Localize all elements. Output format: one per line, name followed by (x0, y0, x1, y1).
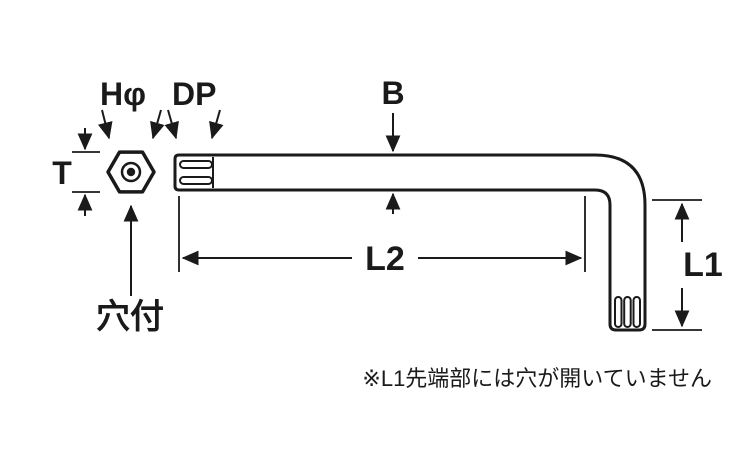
tip-spline-grooves-bottom (614, 296, 641, 328)
label-hole: 穴付 (96, 298, 164, 336)
label-t: T (52, 155, 72, 191)
dim-l1: L1 (652, 199, 723, 331)
hole-ring (120, 161, 142, 183)
tip-spline-grooves-left (179, 157, 214, 188)
dim-dp: DP (164, 76, 224, 140)
label-l2: L2 (365, 240, 405, 278)
key-body-outline (173, 153, 647, 332)
label-dp: DP (172, 76, 216, 112)
footnote: ※L1先端部には穴が開いていません (362, 366, 712, 391)
dim-h-phi: Hφ (97, 76, 165, 140)
dim-l2: L2 (178, 196, 586, 278)
dim-t: T (52, 128, 100, 216)
callout-hole: 穴付 (96, 204, 164, 336)
dim-b: B (381, 75, 405, 214)
label-l1: L1 (683, 246, 723, 284)
hex-end-view (106, 150, 156, 194)
hole-center (126, 167, 136, 177)
label-b: B (381, 75, 404, 111)
label-h-phi: Hφ (100, 76, 146, 112)
